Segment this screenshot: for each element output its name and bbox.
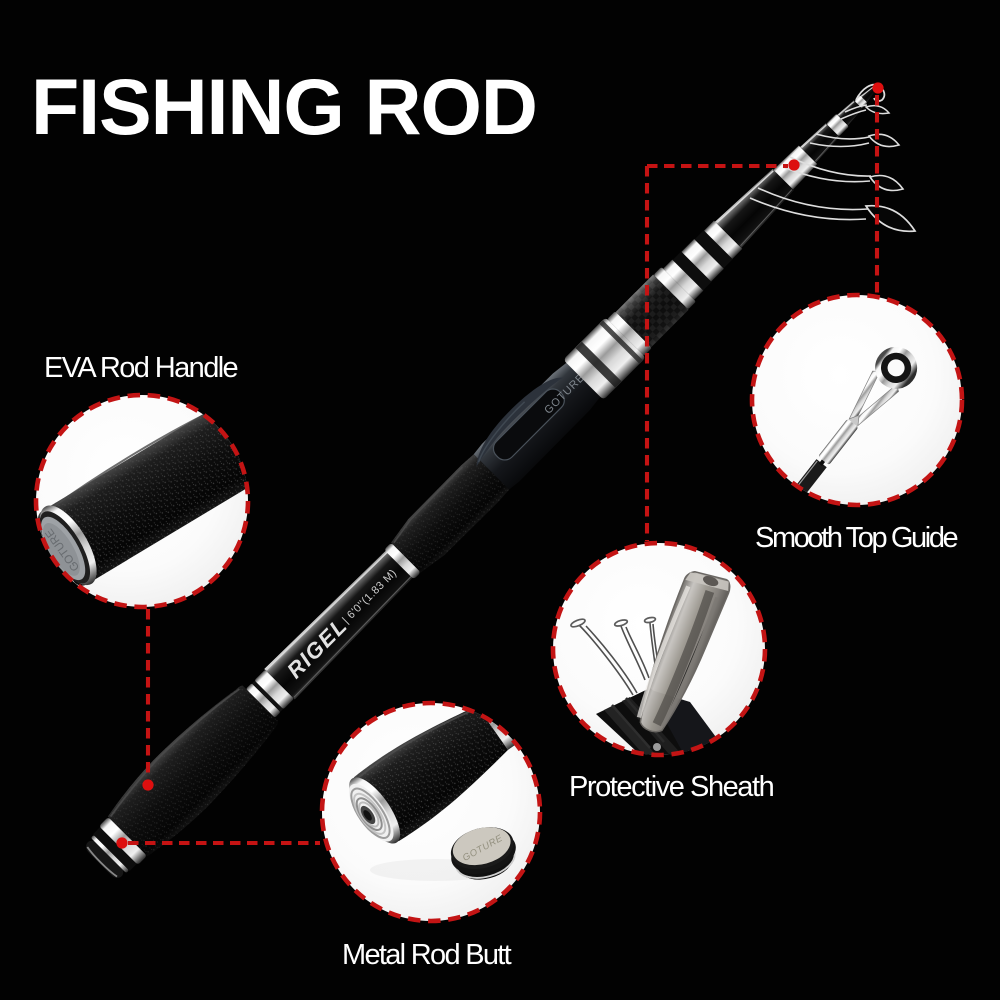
svg-text:Metal Rod Butt: Metal Rod Butt bbox=[342, 939, 512, 971]
svg-text:FISHING ROD: FISHING ROD bbox=[31, 62, 537, 151]
svg-text:Protective Sheath: Protective Sheath bbox=[569, 771, 774, 803]
svg-text:EVA Rod Handle: EVA Rod Handle bbox=[44, 352, 238, 384]
svg-text:Smooth Top Guide: Smooth Top Guide bbox=[755, 522, 958, 554]
